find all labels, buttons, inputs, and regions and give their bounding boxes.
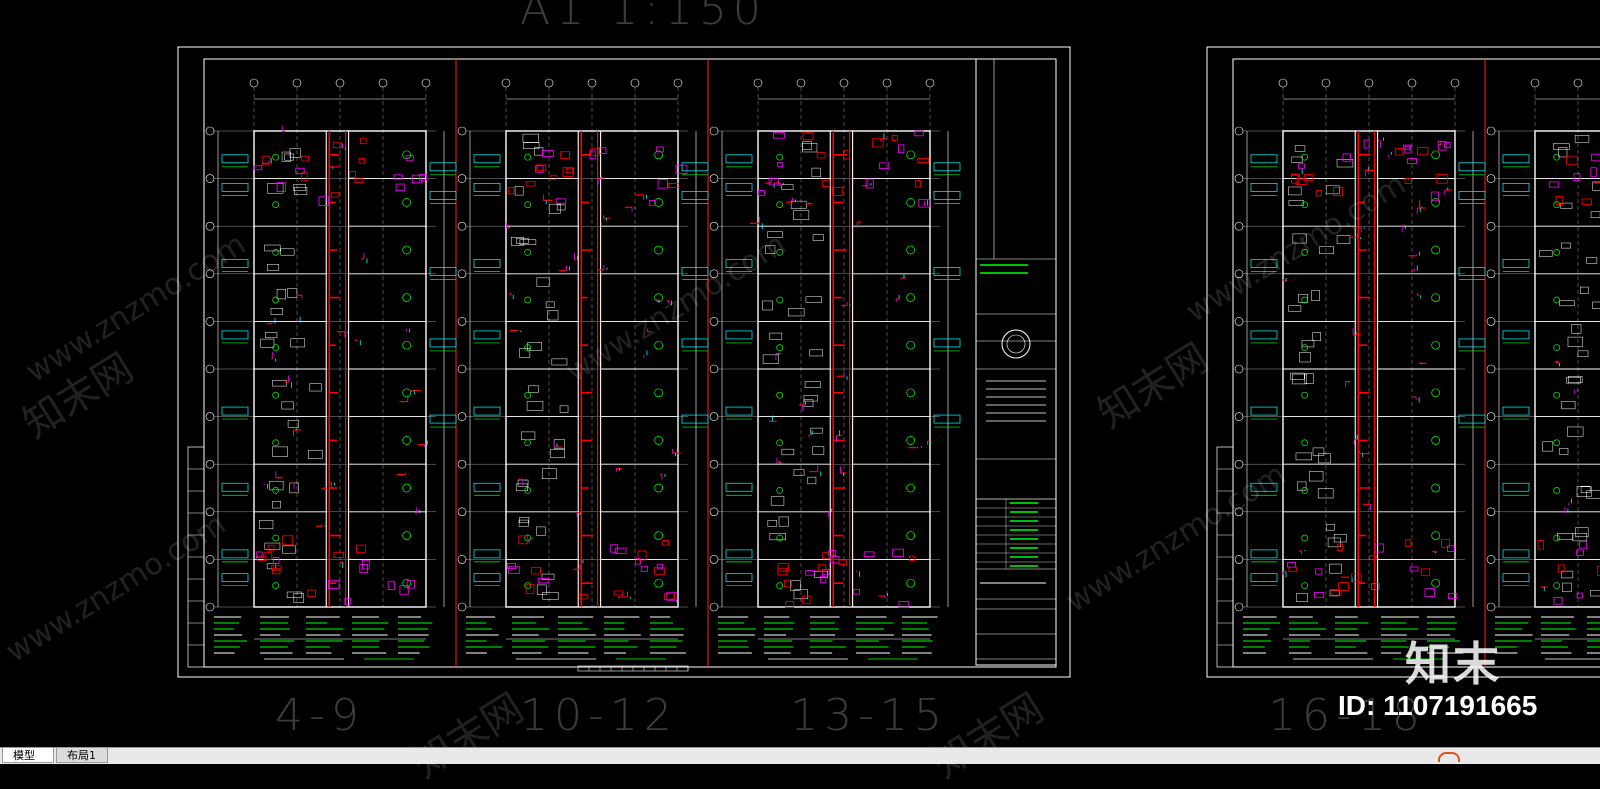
floor-label-1: 4-9	[275, 690, 365, 741]
floor-plan	[457, 78, 709, 660]
tab-layout1[interactable]: 布局1	[56, 748, 108, 763]
arc-icon	[1438, 752, 1460, 762]
layout-tab-bar: 模型 布局1	[0, 747, 1600, 764]
floor-plan	[205, 78, 457, 660]
drawing-sheets	[177, 46, 1600, 678]
resource-id-label: ID: 1107191665	[1338, 690, 1538, 721]
floor-label-3: 13-15	[790, 690, 948, 741]
drawing-sheet	[177, 46, 1071, 678]
floor-label-2: 10-12	[520, 690, 678, 741]
title-block	[975, 58, 1057, 666]
sheet-scale-title: A1 1:150	[520, 0, 767, 35]
cad-drawing-viewport[interactable]	[0, 0, 1600, 747]
floor-plan	[709, 78, 961, 660]
floor-plan	[1486, 78, 1600, 660]
tab-model[interactable]: 模型	[2, 748, 54, 763]
brand-logo: 知末	[1405, 637, 1501, 691]
floor-plan	[1234, 78, 1486, 660]
floor-label-4: 16-18	[1268, 690, 1426, 741]
drawing-sheet-right	[1206, 46, 1600, 678]
scale-bar	[577, 665, 689, 672]
